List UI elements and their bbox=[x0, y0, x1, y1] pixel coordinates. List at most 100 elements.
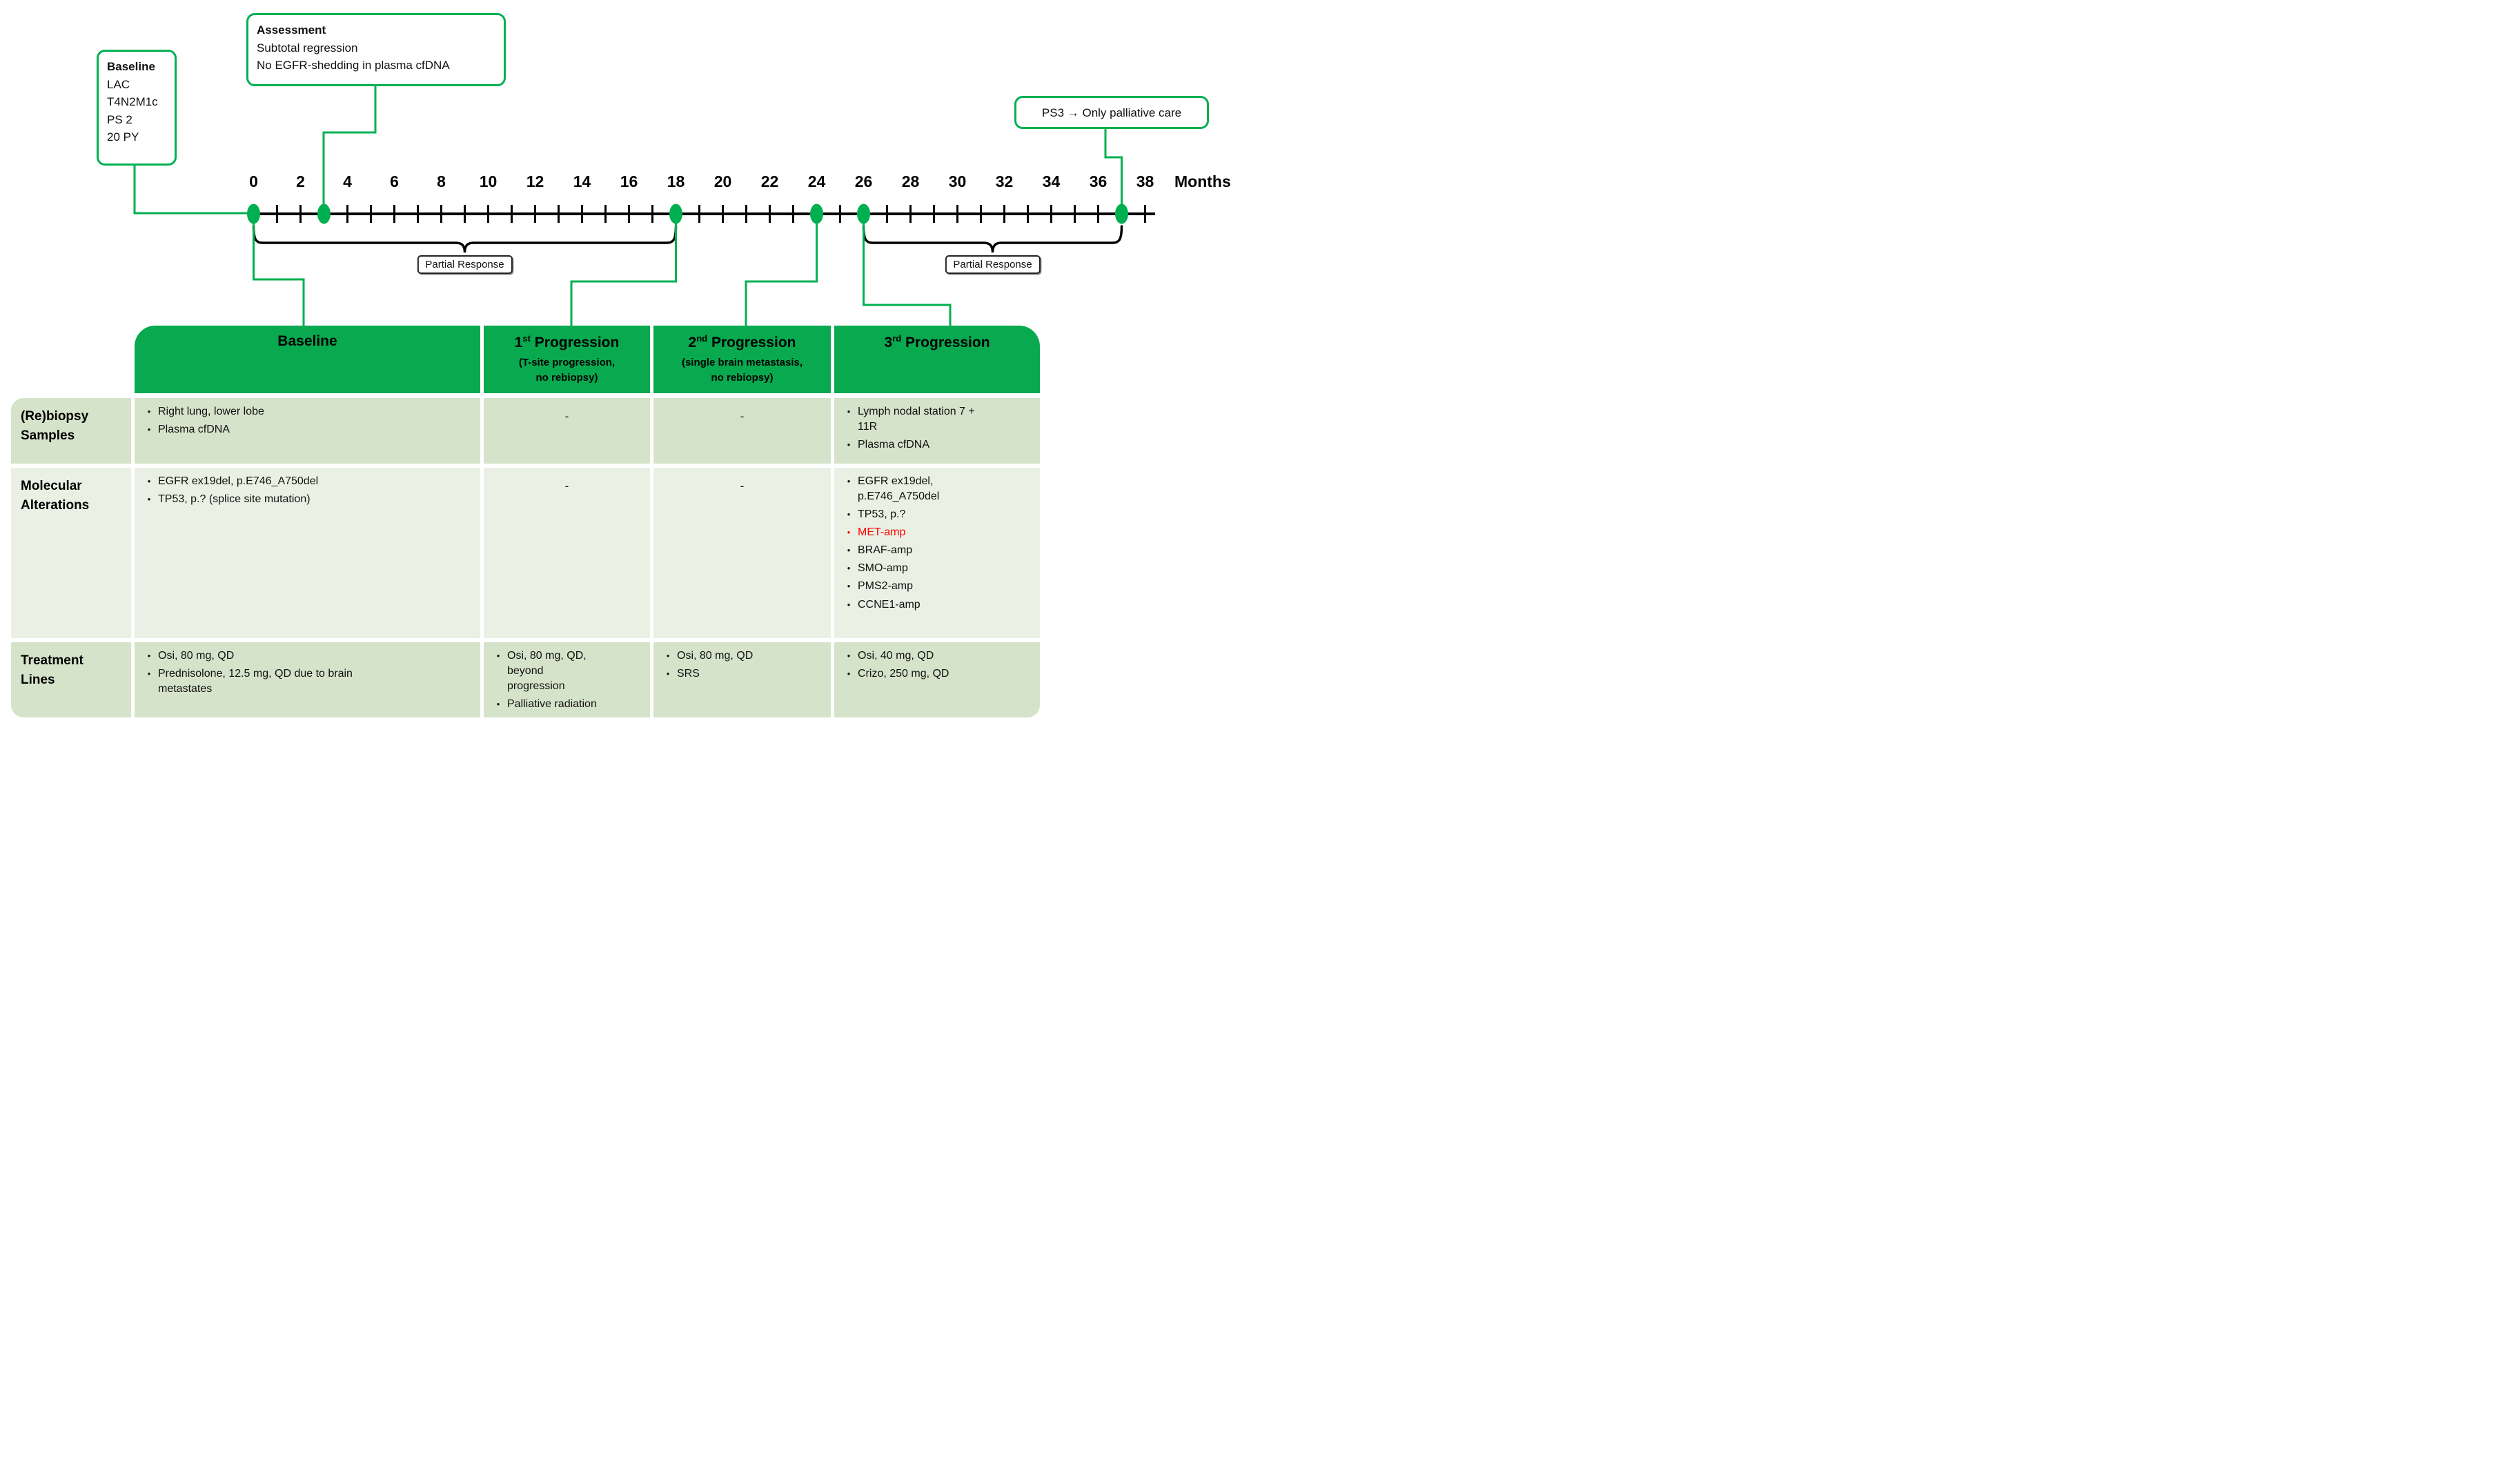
timeline-month-label: 34 bbox=[1042, 172, 1061, 190]
bullet-item: • Palliative radiation bbox=[489, 697, 644, 712]
timeline-month-label: 18 bbox=[667, 172, 685, 190]
bullet-marker: • bbox=[847, 545, 851, 556]
bullet-text: Palliative radiation bbox=[507, 698, 597, 711]
timeline-event-dot bbox=[857, 204, 870, 224]
bullet-text: Prednisolone, 12.5 mg, QD due to brain m… bbox=[158, 668, 353, 695]
bullet-marker: • bbox=[147, 668, 151, 680]
bullet-item: • BRAF-amp bbox=[840, 543, 1034, 558]
prog2-column-connector bbox=[745, 222, 818, 327]
baseline-callout-line: LAC bbox=[107, 77, 130, 91]
bullet-item: •Plasma cfDNA bbox=[840, 437, 1034, 453]
bullet-text: SRS bbox=[677, 668, 700, 680]
table-row-label-line: Samples bbox=[21, 428, 75, 443]
bullet-text: Plasma cfDNA bbox=[858, 439, 930, 451]
timeline-month-label: 22 bbox=[760, 172, 779, 190]
table-header-title: 1st Progression bbox=[514, 333, 620, 350]
bullet-marker: • bbox=[496, 699, 500, 710]
table-row-label-line: (Re)biopsy bbox=[21, 409, 89, 424]
bullet-item: •Right lung, lower lobe bbox=[140, 404, 475, 419]
bullet-item: • SRS bbox=[659, 666, 825, 682]
table-header-subtitle-line: no rebiopsy) bbox=[711, 371, 774, 384]
table-header-progression-3: 3rd Progression bbox=[834, 326, 1040, 393]
timeline-month-label: 30 bbox=[948, 172, 967, 190]
table-cell: - bbox=[484, 398, 650, 464]
bullet-text: Plasma cfDNA bbox=[158, 424, 230, 436]
bullet-text: SMO-amp bbox=[858, 562, 908, 575]
empty-cell-dash: - bbox=[740, 410, 745, 423]
baseline-callout-line: 20 PY bbox=[107, 130, 139, 143]
bullet-text: BRAF-amp bbox=[858, 544, 913, 557]
table-row-label-line: Alterations bbox=[21, 497, 90, 513]
timeline-event-dot bbox=[317, 204, 331, 224]
table-header-title: Baseline bbox=[277, 333, 337, 349]
timeline-month-label: 36 bbox=[1089, 172, 1108, 190]
timeline-event-dot bbox=[1115, 204, 1128, 224]
table-header-subtitle-line: no rebiopsy) bbox=[535, 371, 598, 384]
assessment-callout-line: No EGFR-shedding in plasma cfDNA bbox=[257, 59, 450, 72]
bullet-text: Crizo, 250 mg, QD bbox=[858, 668, 949, 680]
table-header-baseline: Baseline bbox=[135, 326, 480, 393]
bullet-text: Osi, 80 mg, QD bbox=[158, 650, 235, 662]
prog3-column-connector bbox=[863, 222, 952, 327]
bullet-text: Osi, 80 mg, QD, beyond progression bbox=[507, 650, 587, 693]
table-header-subtitle: (single brain metastasis,no rebiopsy) bbox=[653, 355, 831, 386]
baseline-callout-line: T4N2M1c bbox=[107, 95, 158, 108]
bullet-marker: • bbox=[666, 668, 670, 680]
table-row-label-line: Treatment bbox=[21, 653, 83, 668]
table-cell: •Osi, 80 mg, QD•SRS bbox=[653, 642, 831, 717]
palliative-care-callout: PS3 → Only palliative care bbox=[1014, 96, 1209, 129]
bullet-item: • Lymph nodal station 7 + 11R bbox=[840, 404, 1034, 435]
timeline-event-dot bbox=[669, 204, 682, 224]
bullet-marker: • bbox=[847, 509, 851, 520]
bullet-marker: • bbox=[147, 476, 151, 486]
palliative-care-callout-text: PS3 → Only palliative care bbox=[1041, 106, 1182, 119]
bullet-marker: • bbox=[847, 406, 851, 417]
bullet-text: TP53, p.? (splice site mutation) bbox=[158, 493, 311, 506]
table-row-label-line: Lines bbox=[21, 672, 55, 687]
prog1-column-connector bbox=[570, 222, 677, 327]
bullet-item: •Plasma cfDNA bbox=[140, 422, 475, 437]
timeline-month-label: 26 bbox=[854, 172, 873, 190]
baseline-column-connector bbox=[253, 222, 305, 327]
bullet-text: PMS2-amp bbox=[858, 580, 914, 593]
bullet-text: Lymph nodal station 7 + 11R bbox=[858, 406, 975, 433]
table-cell: - bbox=[653, 468, 831, 638]
table-cell: •Osi, 40 mg, QD•Crizo, 250 mg, QD bbox=[834, 642, 1040, 717]
palliative-callout-connector bbox=[1104, 128, 1123, 211]
timeline-month-label: 32 bbox=[995, 172, 1014, 190]
bullet-marker: • bbox=[147, 494, 151, 505]
table-header-progression-2: 2nd Progression(single brain metastasis,… bbox=[653, 326, 831, 393]
months-axis-unit-label: Months bbox=[1174, 172, 1231, 190]
bullet-item: •PMS2-amp bbox=[840, 579, 1034, 594]
bullet-text: Right lung, lower lobe bbox=[158, 406, 264, 417]
bullet-item: • TP53, p.? (splice site mutation) bbox=[140, 492, 475, 507]
table-cell: •EGFR ex19del, p.E746_A750del•TP53, p.?•… bbox=[834, 468, 1040, 638]
timeline-month-label: 16 bbox=[620, 172, 638, 190]
response-brace bbox=[862, 225, 1123, 253]
timeline-month-label: 24 bbox=[807, 172, 826, 190]
timeline-month-label: 38 bbox=[1136, 172, 1154, 190]
timeline-month-label: 12 bbox=[526, 172, 544, 190]
bullet-item: • Osi, 80 mg, QD, beyond progression bbox=[489, 648, 644, 694]
timeline-month-label: 6 bbox=[390, 172, 399, 190]
table-cell: •EGFR ex19del, p.E746_A750del•TP53, p.? … bbox=[135, 468, 480, 638]
timeline-month-label: 8 bbox=[437, 172, 446, 190]
response-brace bbox=[252, 225, 678, 253]
bullet-marker: • bbox=[847, 668, 851, 680]
timeline-event-dot bbox=[810, 204, 823, 224]
bullet-text: MET-amp bbox=[858, 526, 906, 539]
bullet-text: CCNE1-amp bbox=[858, 598, 921, 611]
table-cell: • Lymph nodal station 7 + 11R •Plasma cfDN… bbox=[834, 398, 1040, 464]
empty-cell-dash: - bbox=[740, 479, 745, 493]
partial-response-label: Partial Response bbox=[945, 255, 1041, 274]
baseline-callout-title: Baseline bbox=[107, 60, 155, 73]
baseline-callout: Baseline LAC T4N2M1c PS 2 20 PY bbox=[97, 50, 177, 166]
bullet-item: •EGFR ex19del, p.E746_A750del bbox=[840, 474, 1034, 504]
bullet-item: •TP53, p.? bbox=[840, 507, 1034, 522]
baseline-callout-line: PS 2 bbox=[107, 112, 132, 126]
bullet-marker: • bbox=[496, 651, 500, 661]
